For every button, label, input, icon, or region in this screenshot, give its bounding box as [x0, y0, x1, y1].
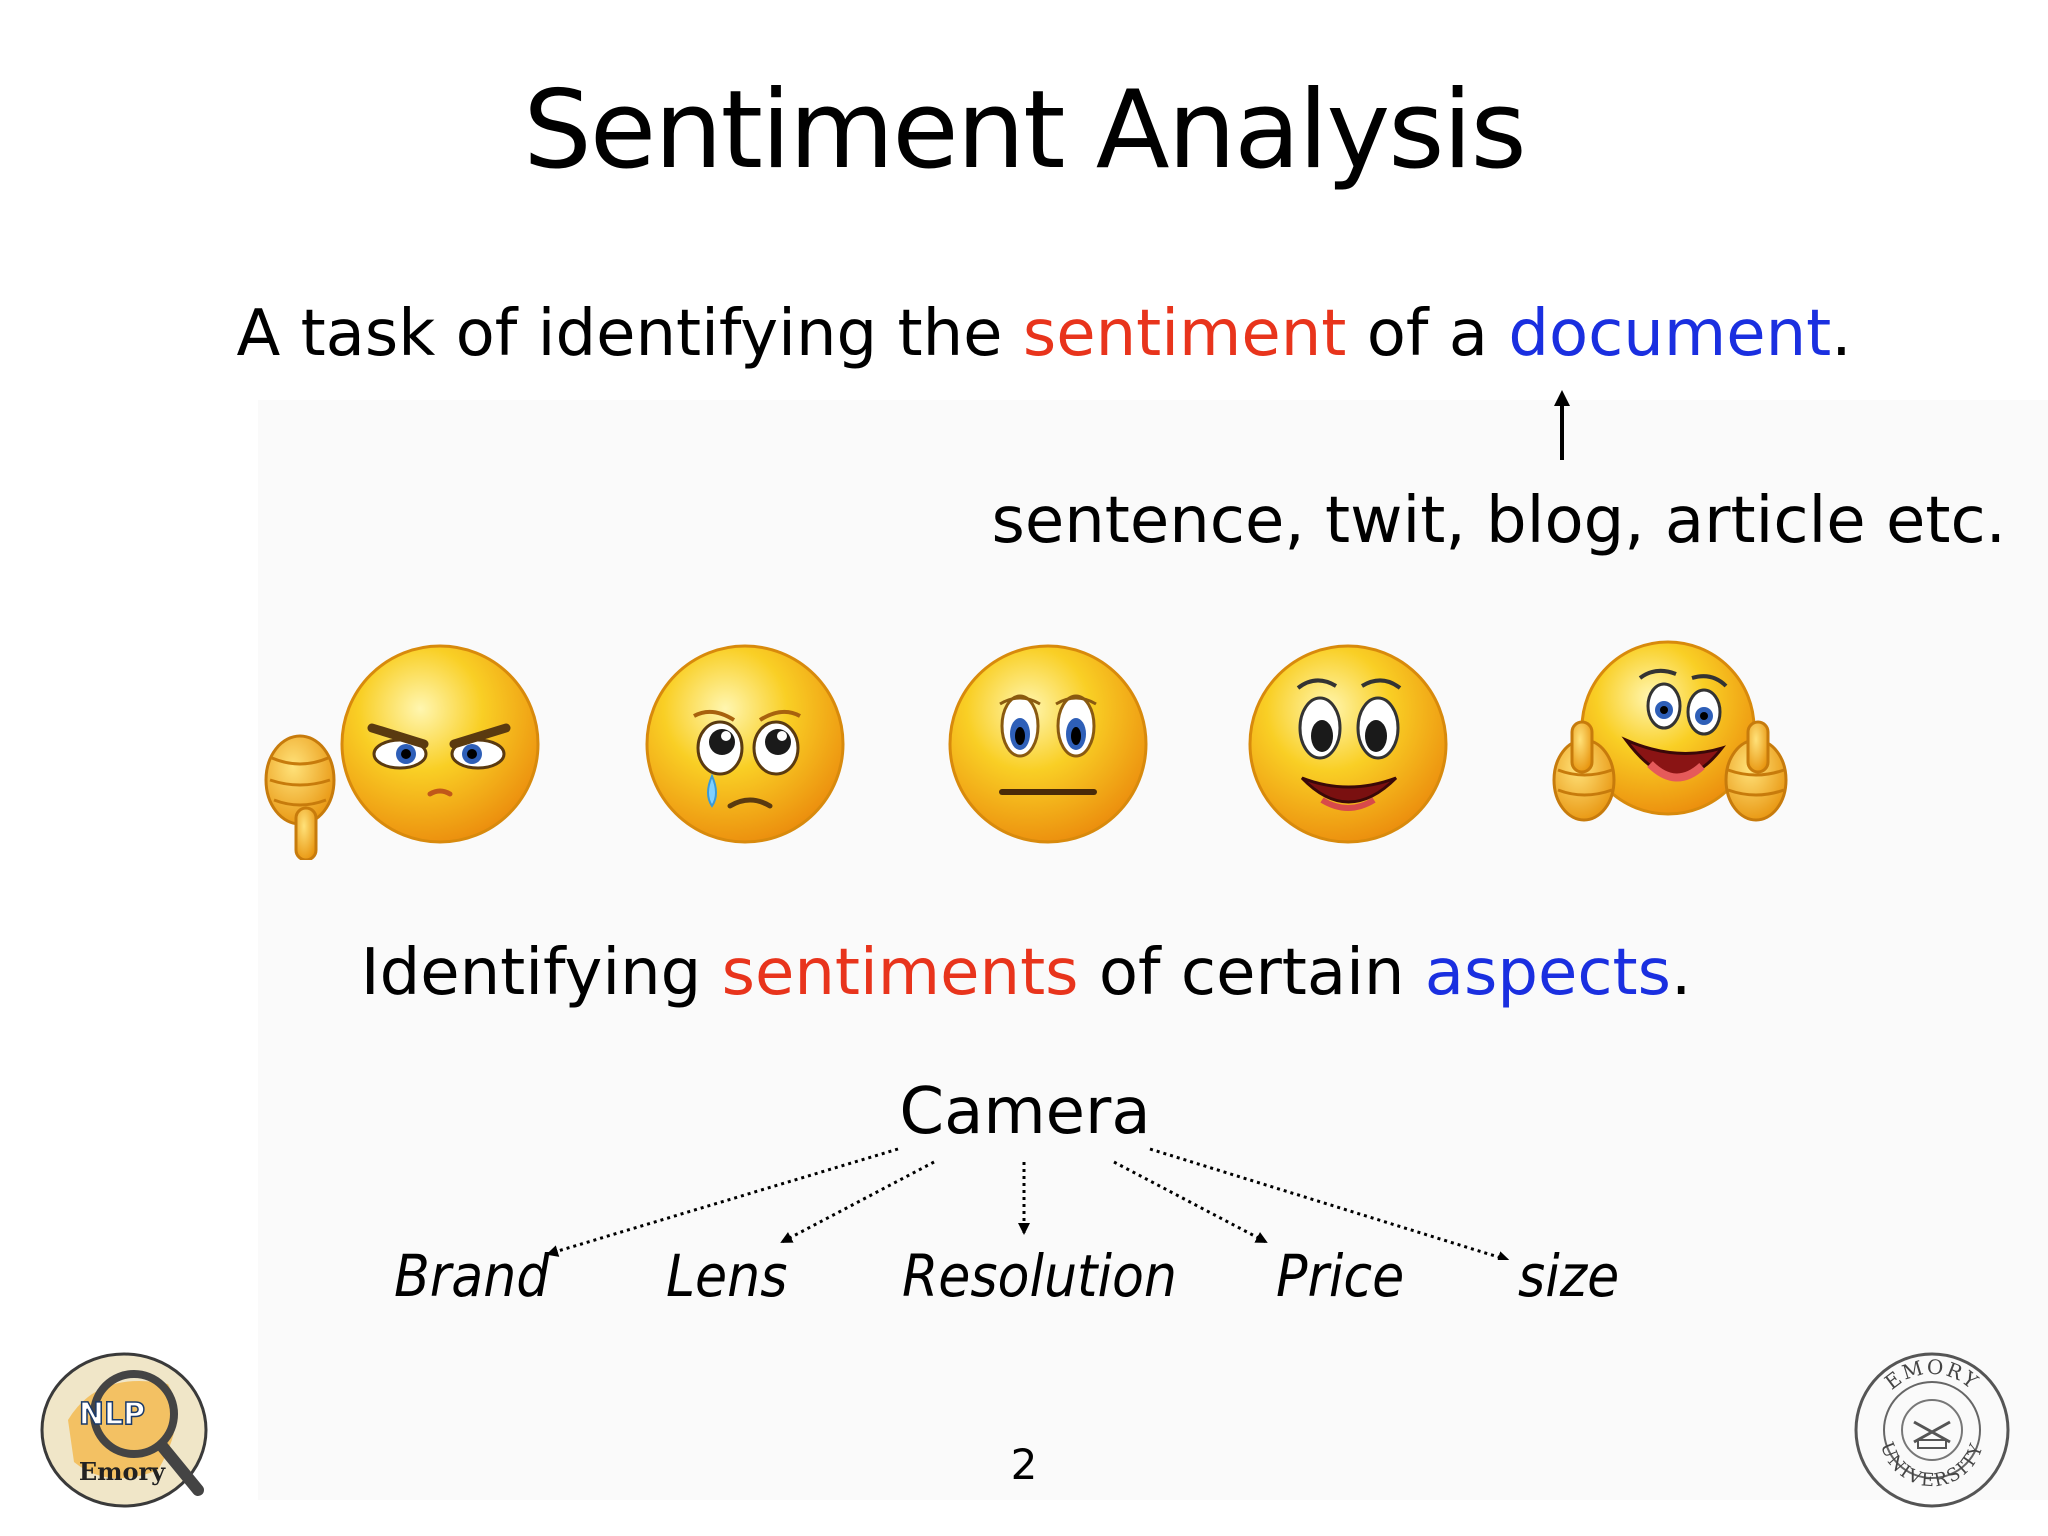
thumbs-up-laughing-face-icon [1552, 640, 1788, 822]
definition-middle: of a [1346, 297, 1509, 371]
keyword-document: document [1508, 297, 1832, 371]
keyword-sentiments: sentiments [721, 936, 1079, 1010]
aspect-root: Camera [0, 1074, 2048, 1151]
aspect-root-label: Camera [899, 1075, 1151, 1149]
neutral-face-icon [948, 644, 1148, 844]
thumbs-down-angry-face-icon [264, 644, 540, 860]
arrow-to-price [1113, 1160, 1268, 1244]
emoji-background-panel [258, 400, 2048, 1500]
up-arrow-icon [1554, 390, 1570, 460]
aspect-price: Price [1276, 1242, 1405, 1310]
arrow-to-brand [546, 1147, 899, 1257]
emory-university-seal: EMORY UNIVERSITY [1854, 1352, 2010, 1508]
aspect-lens: Lens [666, 1242, 788, 1310]
crying-face-icon [645, 644, 845, 844]
aspect-resolution: Resolution [902, 1242, 1177, 1310]
definition-line: A task of identifying the sentiment of a… [0, 296, 2048, 373]
keyword-aspects: aspects [1424, 936, 1671, 1010]
sentiment-scale [264, 640, 1788, 860]
seal-text-top: EMORY [1880, 1355, 1984, 1395]
aspect-definition-prefix: Identifying [360, 936, 722, 1010]
definition-suffix: . [1831, 297, 1852, 371]
arrow-to-lens [780, 1160, 935, 1244]
document-types: sentence, twit, blog, article etc. [991, 484, 2006, 558]
emory-logo-text: Emory [79, 1457, 166, 1486]
slide-title: Sentiment Analysis [523, 68, 1527, 193]
keyword-sentiment: sentiment [1022, 297, 1347, 371]
nlp-emory-logo: NLP Emory [40, 1352, 208, 1508]
nlp-logo-text: NLP [79, 1397, 145, 1432]
happy-face-icon [1248, 644, 1448, 844]
aspect-brand: Brand [394, 1242, 550, 1310]
page-number: 2 [1010, 1440, 1038, 1489]
aspect-size: size [1518, 1242, 1620, 1310]
aspect-definition-line: Identifying sentiments of certain aspect… [0, 935, 2048, 1012]
aspect-tree-arrows [546, 1147, 1510, 1260]
aspect-definition-suffix: . [1670, 936, 1692, 1010]
definition-prefix: A task of identifying the [236, 297, 1023, 371]
aspect-definition-middle: of certain [1078, 936, 1425, 1010]
